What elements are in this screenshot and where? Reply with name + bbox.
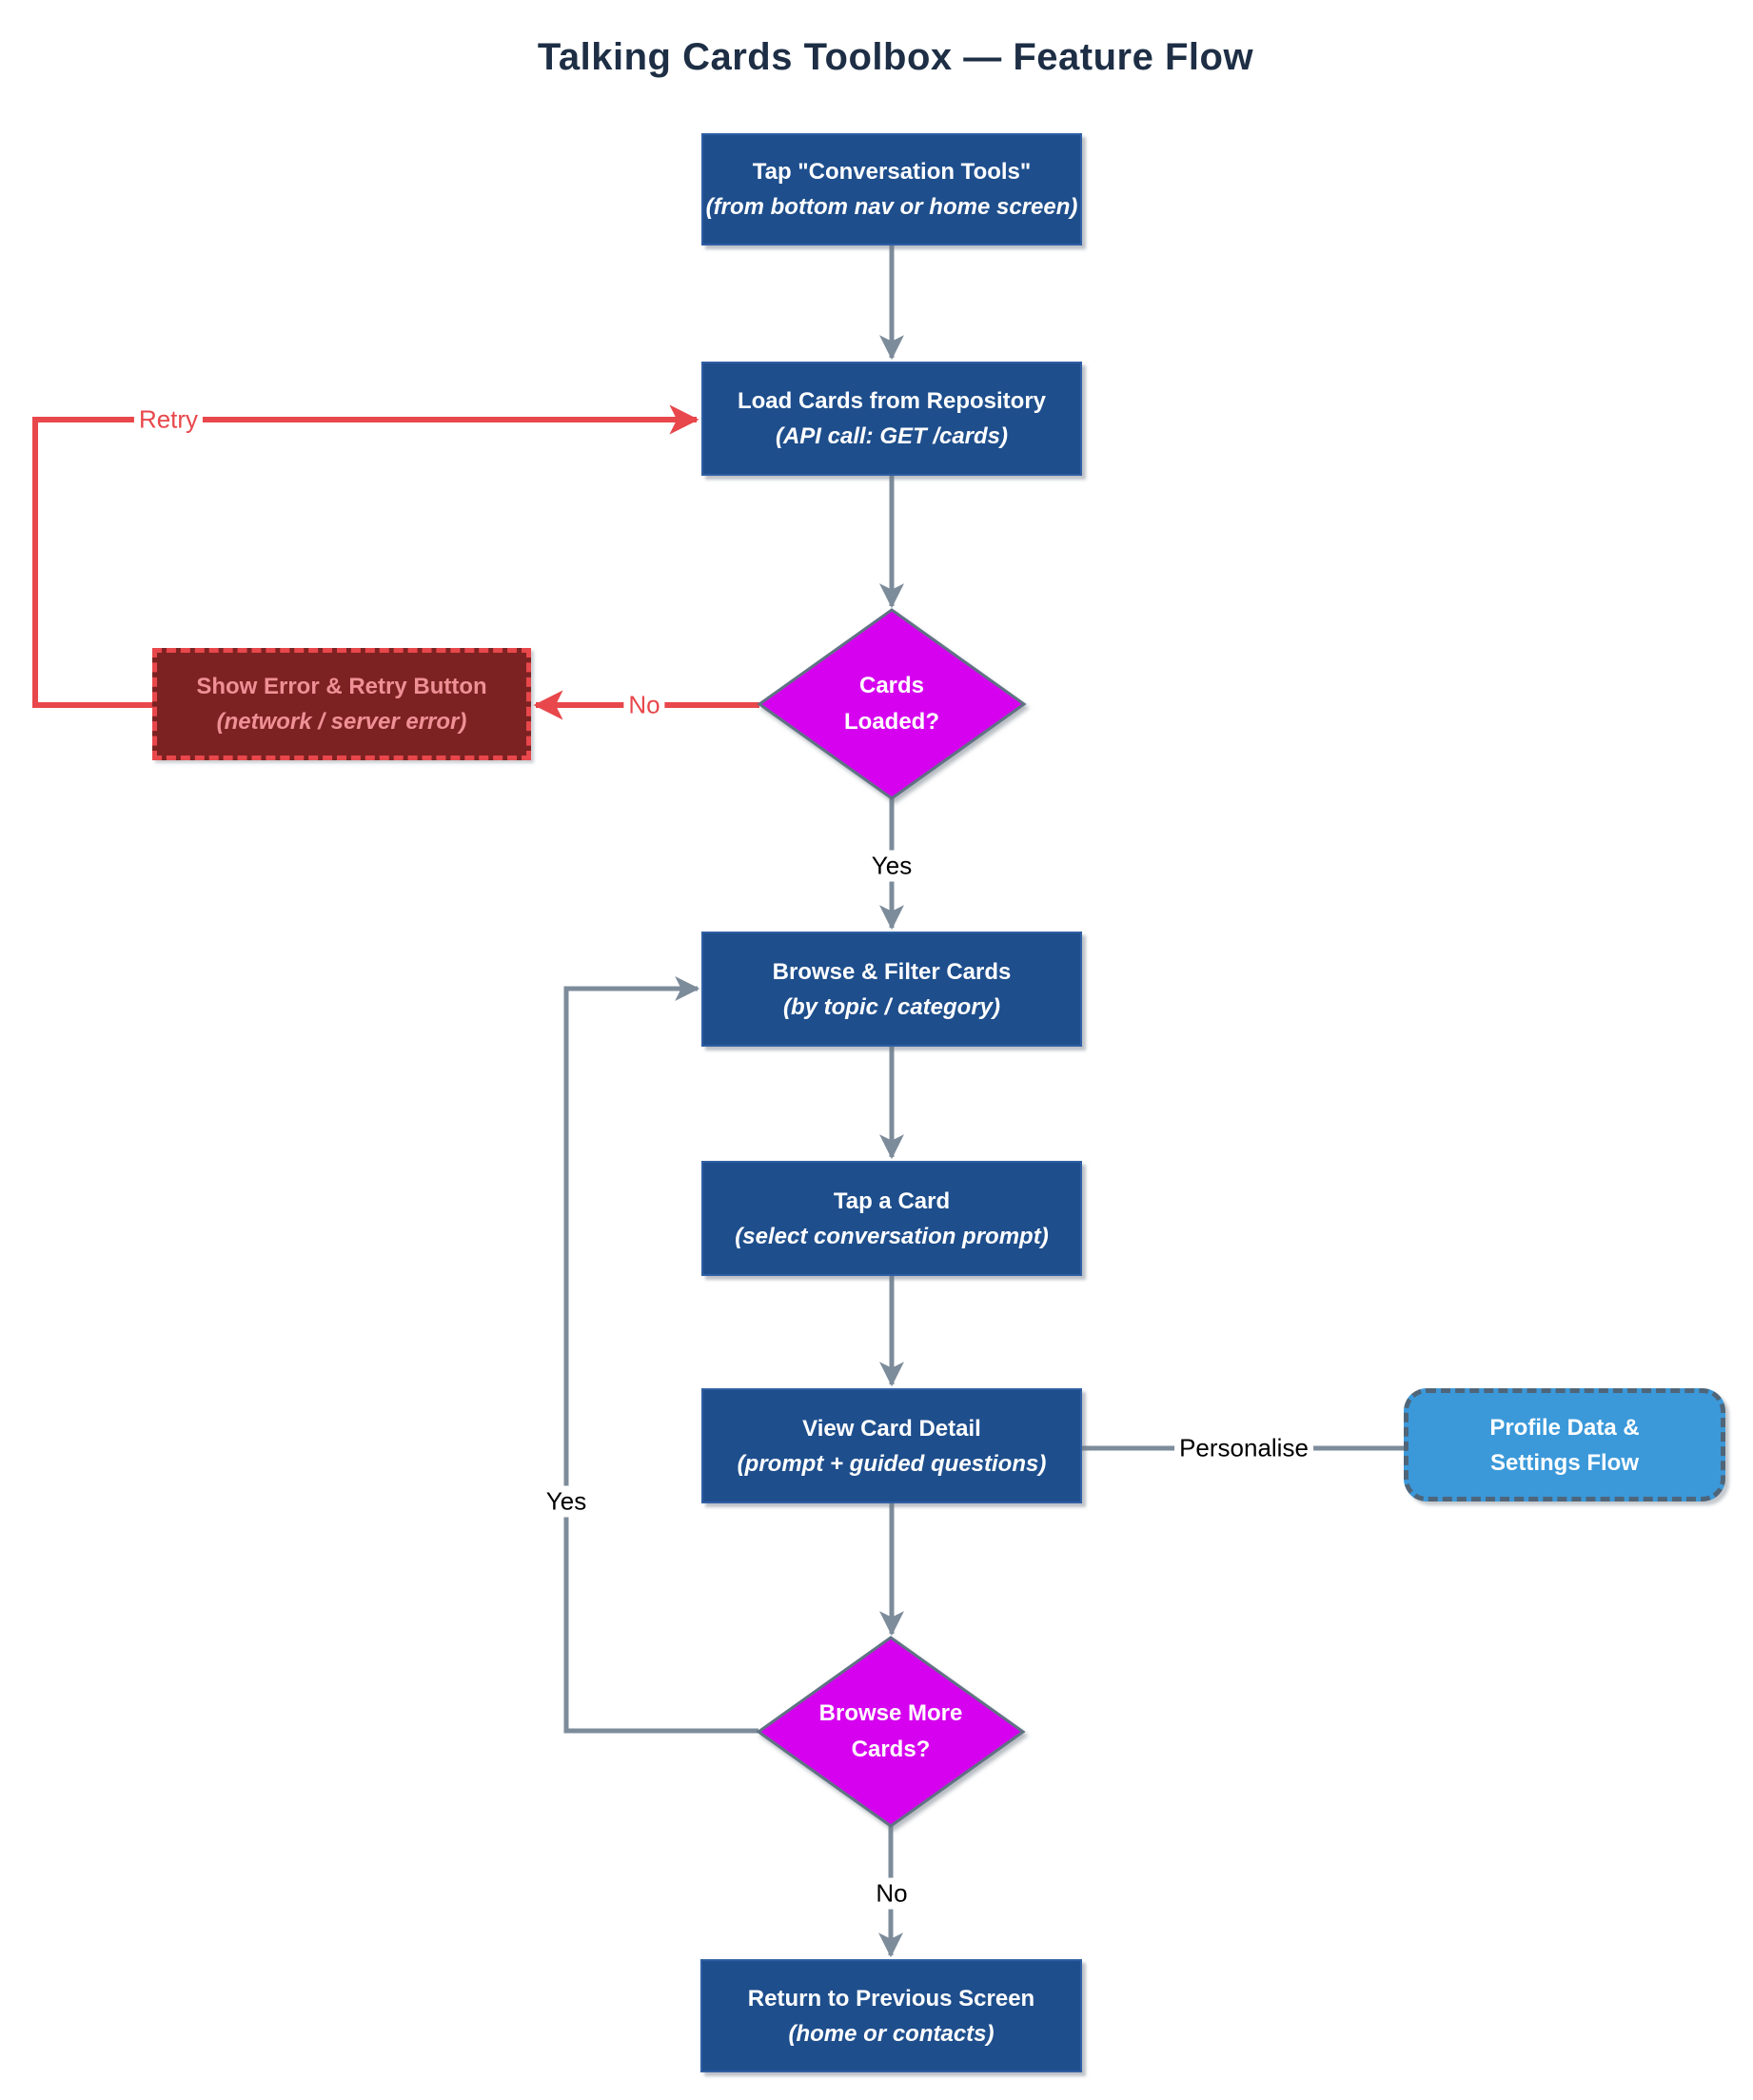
decision-cards-loaded-text: Cards Loaded? — [787, 638, 996, 771]
decision-label: Browse More — [818, 1700, 963, 1726]
decision-label: Cards — [858, 673, 925, 698]
decision-label: Loaded? — [844, 709, 939, 735]
decision-label: Cards? — [851, 1737, 931, 1762]
edge-label-personalise: Personalise — [1174, 1432, 1313, 1464]
node-label: Return to Previous Screen — [747, 1985, 1035, 2012]
node-tap-a-card: Tap a Card (select conversation prompt) — [701, 1161, 1082, 1276]
node-load-cards: Load Cards from Repository (API call: GE… — [701, 362, 1082, 476]
node-sublabel: (home or contacts) — [788, 2020, 995, 2047]
node-label: Tap "Conversation Tools" — [752, 159, 1032, 185]
edge-label-yes-loop: Yes — [541, 1485, 592, 1518]
node-label: Show Error & Retry Button — [196, 674, 487, 699]
node-sublabel: (network / server error) — [216, 709, 467, 735]
edge-label-no: No — [623, 689, 665, 721]
edge-label-no-down: No — [871, 1877, 913, 1910]
node-sublabel: (API call: GET /cards) — [775, 423, 1009, 449]
node-tap-conversation-tools: Tap "Conversation Tools" (from bottom na… — [701, 133, 1082, 245]
node-sublabel: (select conversation prompt) — [735, 1223, 1049, 1249]
node-view-card-detail: View Card Detail (prompt + guided questi… — [701, 1388, 1082, 1503]
edge-label-yes: Yes — [866, 850, 917, 882]
node-label: View Card Detail — [802, 1415, 981, 1442]
node-browse-filter-cards: Browse & Filter Cards (by topic / catego… — [701, 932, 1082, 1047]
decision-cards-loaded — [757, 608, 1027, 800]
node-show-error-retry: Show Error & Retry Button (network / ser… — [152, 648, 531, 760]
node-sublabel: (prompt + guided questions) — [737, 1450, 1047, 1477]
decision-browse-more — [756, 1636, 1026, 1828]
arrow-retry-to-load — [32, 404, 699, 708]
node-sublabel: (from bottom nav or home screen) — [705, 194, 1078, 220]
edge-label-retry: Retry — [133, 403, 204, 436]
node-return-previous-screen: Return to Previous Screen (home or conta… — [700, 1959, 1082, 2072]
node-profile-settings-flow: Profile Data & Settings Flow — [1404, 1388, 1725, 1501]
node-label: Browse & Filter Cards — [772, 958, 1012, 985]
node-sublabel: (by topic / category) — [782, 993, 1001, 1020]
decision-browse-more-text: Browse More Cards? — [786, 1665, 995, 1798]
node-label: Profile Data & — [1489, 1414, 1640, 1441]
node-label: Settings Flow — [1490, 1449, 1639, 1476]
node-label: Tap a Card — [833, 1187, 951, 1214]
arrow-yes-loop-to-browse — [563, 976, 758, 1734]
node-label: Load Cards from Repository — [737, 388, 1047, 414]
diagram-title: Talking Cards Toolbox — Feature Flow — [537, 36, 1254, 78]
